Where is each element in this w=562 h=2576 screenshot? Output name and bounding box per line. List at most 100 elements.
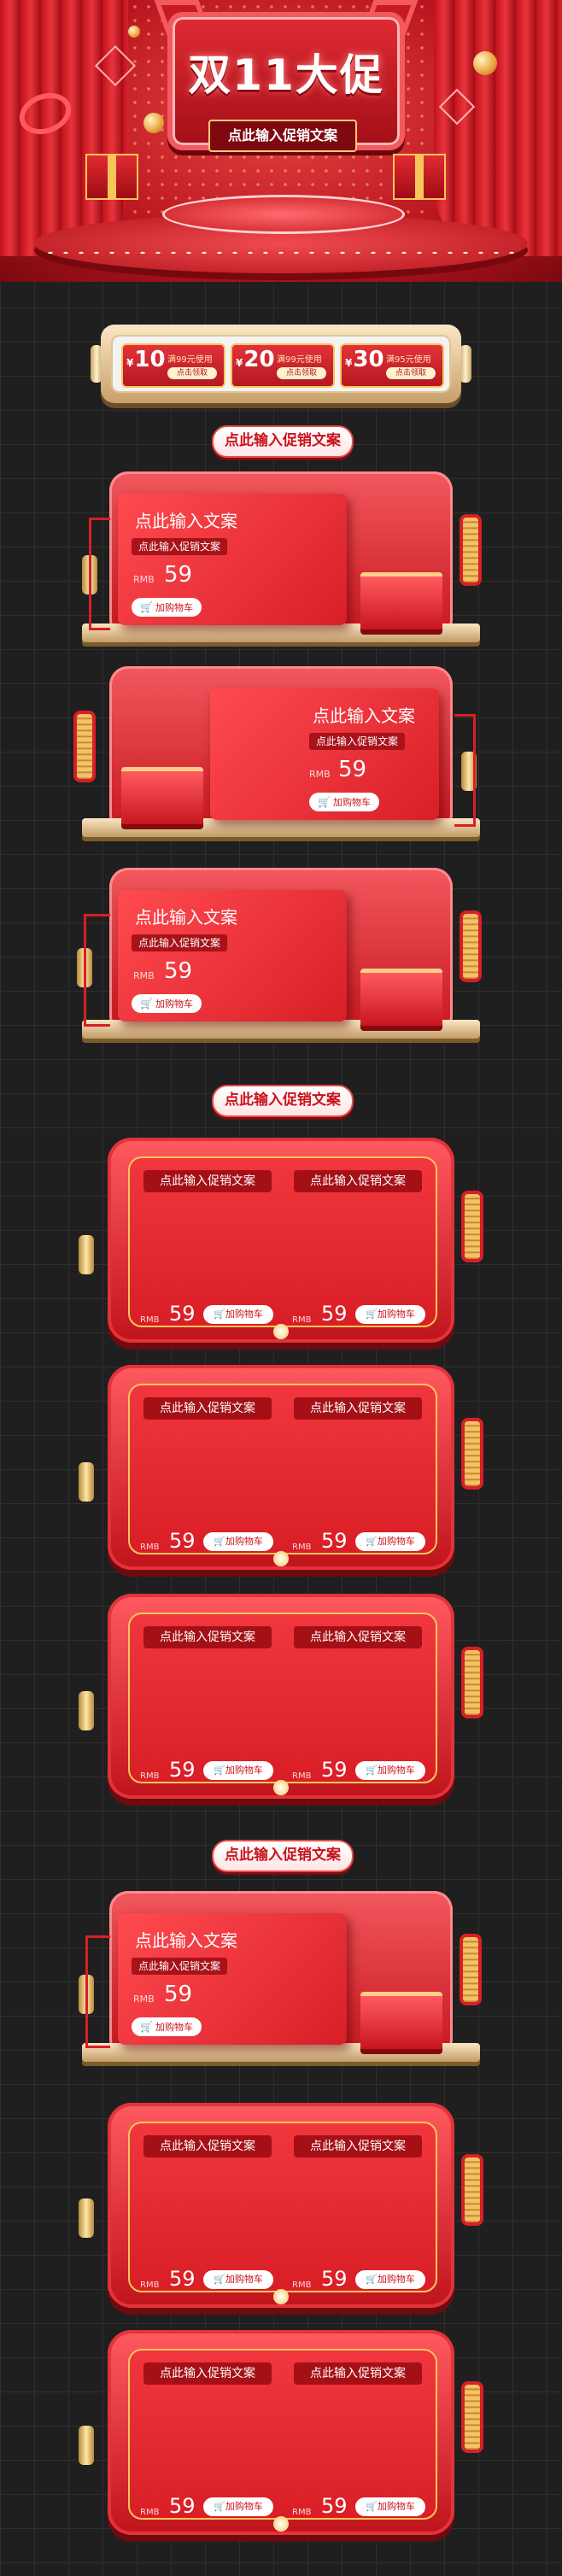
coupon-panel-inner: ¥10 满99元使用 点击领取 ¥20 满99元使用 点击领取 ¥30 满95元…	[111, 335, 451, 393]
hero-subtitle[interactable]: 点此输入促销文案	[208, 120, 357, 152]
product-price: 59	[321, 1302, 348, 1326]
add-to-cart-button[interactable]: 🛒加购物车	[355, 1761, 425, 1780]
promo-label: 点此输入促销文案	[143, 2135, 272, 2157]
product-card[interactable]: 点此输入文案 点此输入促销文案 RMB 59 🛒加购物车	[118, 890, 347, 1022]
coupon-3[interactable]: ¥30 满95元使用 点击领取	[340, 343, 444, 388]
cart-icon: 🛒	[140, 601, 153, 613]
add-to-cart-button[interactable]: 🛒加购物车	[203, 2270, 273, 2289]
spring-coil-icon	[460, 910, 482, 982]
currency-symbol: ¥	[236, 357, 243, 369]
promo-label: 点此输入促销文案	[294, 2362, 422, 2385]
product-podium	[360, 969, 442, 1026]
product-price: 59	[169, 2494, 196, 2518]
button-label: 加购物车	[225, 1765, 263, 1776]
price-currency: RMB	[292, 2508, 312, 2517]
spring-coil-icon	[461, 1191, 483, 1262]
button-label: 加购物车	[377, 1765, 415, 1776]
product-podium	[360, 1992, 442, 2049]
add-to-cart-button[interactable]: 🛒加购物车	[203, 1305, 273, 1324]
promo-label: 点此输入促销文案	[294, 1626, 422, 1648]
handle-right	[460, 345, 471, 383]
price-currency: RMB	[140, 1543, 160, 1552]
product-podium	[360, 572, 442, 629]
product-title: 点此输入文案	[135, 511, 237, 531]
coupon-1[interactable]: ¥10 满99元使用 点击领取	[121, 343, 225, 388]
add-to-cart-button[interactable]: 🛒加购物车	[309, 793, 379, 811]
add-to-cart-button[interactable]: 🛒加购物车	[203, 1532, 273, 1551]
product-price: 59	[169, 1529, 196, 1553]
cart-icon: 🛒	[318, 796, 331, 808]
promo-label: 点此输入促销文案	[294, 2135, 422, 2157]
button-label: 加购物车	[155, 998, 193, 1010]
cart-icon: 🛒	[366, 1765, 378, 1776]
product-price: 59	[169, 1302, 196, 1326]
spring-coil-icon	[461, 2381, 483, 2453]
coupon-claim-button[interactable]: 点击领取	[167, 367, 217, 379]
handle-left	[91, 345, 102, 383]
add-to-cart-button[interactable]: 🛒加购物车	[132, 598, 202, 617]
product-card[interactable]: 点此输入文案 点此输入促销文案 RMB 59 🛒加购物车	[118, 1913, 347, 2045]
product-price: 59	[169, 2267, 196, 2291]
product-price: 59	[338, 757, 367, 782]
add-to-cart-button[interactable]: 🛒加购物车	[132, 2017, 202, 2036]
product-title: 点此输入文案	[135, 907, 237, 928]
product-price: 59	[164, 562, 193, 588]
add-to-cart-button[interactable]: 🛒加购物车	[355, 1305, 425, 1324]
coupon-amount: 10	[134, 347, 166, 372]
hero-banner: 双11大促 点此输入促销文案	[0, 0, 562, 282]
button-label: 加购物车	[225, 1308, 263, 1320]
cart-icon: 🛒	[214, 2501, 225, 2512]
add-to-cart-button[interactable]: 🛒加购物车	[132, 994, 202, 1013]
price-currency: RMB	[140, 2280, 160, 2290]
promo-label: 点此输入促销文案	[143, 1397, 272, 1420]
cart-icon: 🛒	[366, 2501, 378, 2512]
coupon-2[interactable]: ¥20 满99元使用 点击领取	[231, 343, 335, 388]
add-to-cart-button[interactable]: 🛒加购物车	[355, 2497, 425, 2516]
product-price: 59	[321, 2267, 348, 2291]
cart-icon: 🛒	[214, 2274, 225, 2285]
coupon-panel: ¥10 满99元使用 点击领取 ¥20 满99元使用 点击领取 ¥30 满95元…	[101, 325, 461, 403]
frame-knob-icon	[273, 1324, 289, 1339]
product-price: 59	[164, 958, 193, 984]
product-title: 点此输入文案	[313, 705, 415, 726]
price-currency: RMB	[140, 2508, 160, 2517]
add-to-cart-button[interactable]: 🛒加购物车	[203, 2497, 273, 2516]
cart-icon: 🛒	[214, 1308, 225, 1320]
section-title: 点此输入促销文案	[212, 425, 354, 458]
wire-decoration	[84, 914, 110, 1027]
frame-inner: 点此输入促销文案 点此输入促销文案 RMB 59 🛒加购物车 RMB 59 🛒加…	[128, 1156, 437, 1327]
promo-label: 点此输入促销文案	[143, 1626, 272, 1648]
spring-coil-icon	[461, 2154, 483, 2226]
button-label: 加购物车	[377, 2501, 415, 2512]
price-currency: RMB	[292, 2280, 312, 2290]
coupon-value: ¥20	[236, 347, 275, 372]
gold-cap-icon	[79, 1235, 94, 1274]
product-card[interactable]: 点此输入文案 点此输入促销文案 RMB 59 🛒加购物车	[118, 494, 347, 625]
coupon-claim-button[interactable]: 点击领取	[277, 367, 326, 379]
frame-inner: 点此输入促销文案 点此输入促销文案 RMB 59 🛒加购物车 RMB 59 🛒加…	[128, 1613, 437, 1783]
add-to-cart-button[interactable]: 🛒加购物车	[355, 2270, 425, 2289]
promo-label: 点此输入促销文案	[143, 1170, 272, 1192]
frame-inner: 点此输入促销文案 点此输入促销文案 RMB 59 🛒加购物车 RMB 59 🛒加…	[128, 2122, 437, 2292]
product-frame: 点此输入促销文案 点此输入促销文案 RMB 59 🛒加购物车 RMB 59 🛒加…	[108, 1594, 454, 1799]
add-to-cart-button[interactable]: 🛒加购物车	[203, 1761, 273, 1780]
promo-tag: 点此输入促销文案	[132, 538, 228, 555]
coupon-condition: 满99元使用	[167, 355, 213, 365]
product-card[interactable]: 点此输入文案 点此输入促销文案 RMB 59 🛒加购物车	[210, 688, 439, 820]
gold-cap-icon	[79, 1462, 94, 1502]
button-label: 加购物车	[155, 602, 193, 613]
product-price: 59	[321, 2494, 348, 2518]
gold-ball-icon	[143, 113, 164, 133]
stage-lights	[43, 249, 519, 256]
product-podium	[121, 767, 203, 824]
currency-symbol: ¥	[126, 357, 134, 369]
curtain-left	[0, 0, 128, 256]
button-label: 加购物车	[225, 2501, 263, 2512]
price-currency: RMB	[133, 970, 155, 981]
spring-coil-icon	[460, 1934, 482, 2005]
coupon-claim-button[interactable]: 点击领取	[386, 367, 436, 379]
coupon-value: ¥10	[126, 347, 166, 372]
add-to-cart-button[interactable]: 🛒加购物车	[355, 1532, 425, 1551]
button-label: 加购物车	[225, 2274, 263, 2285]
spring-coil-icon	[461, 1418, 483, 1490]
